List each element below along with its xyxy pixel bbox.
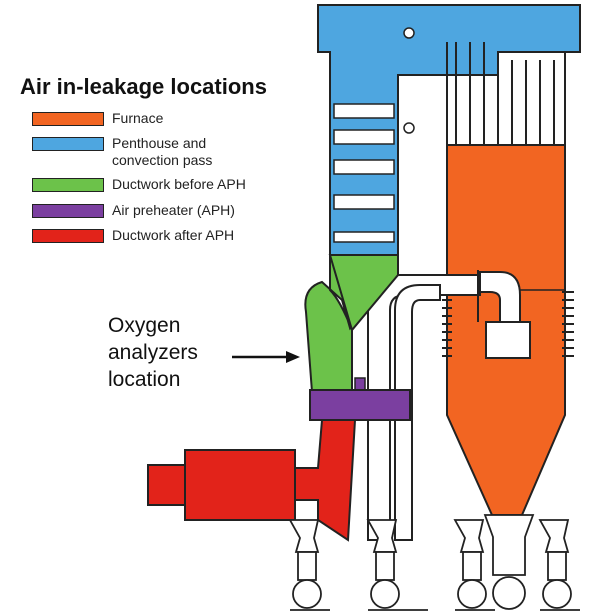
diagram-title: Air in-leakage locations — [20, 74, 267, 99]
pulverizers — [288, 514, 580, 611]
callout-line: location — [108, 368, 181, 391]
pulverizer — [288, 519, 330, 611]
legend-item-aph: Air preheater (APH) — [32, 202, 235, 219]
ductwork-after-aph — [147, 419, 357, 542]
legend-label: Furnace — [112, 110, 164, 126]
air-ducts — [367, 270, 521, 541]
ash-hopper — [483, 514, 535, 610]
legend-item-duct-before-aph: Ductwork before APH — [32, 176, 246, 193]
legend-item-penthouse: Penthouse and convection pass — [32, 135, 212, 169]
ductwork-before-aph — [304, 254, 399, 393]
legend-swatch — [32, 178, 104, 192]
legend-swatch — [32, 112, 104, 126]
legend-swatch — [32, 204, 104, 218]
legend-label: Ductwork before APH — [112, 176, 246, 192]
legend-label: Ductwork after APH — [112, 227, 235, 243]
legend-label: Penthouse and convection pass — [112, 135, 213, 168]
legend-swatch — [32, 229, 104, 243]
legend-swatch — [32, 137, 104, 151]
air-preheater — [309, 377, 411, 421]
legend-item-duct-after-aph: Ductwork after APH — [32, 227, 234, 244]
legend-item-furnace: Furnace — [32, 110, 163, 127]
penthouse-convection-pass — [317, 4, 581, 256]
pulverizer — [453, 519, 495, 611]
callout-line: Oxygen — [108, 314, 181, 337]
callout-line: analyzers — [108, 341, 198, 364]
furnace — [442, 42, 574, 516]
legend-label: Air preheater (APH) — [112, 202, 235, 218]
pulverizer — [538, 519, 580, 611]
callout-arrow — [232, 351, 300, 363]
pulverizer — [366, 519, 428, 611]
oxygen-analyzers-callout: Oxygen analyzers location — [108, 312, 198, 393]
